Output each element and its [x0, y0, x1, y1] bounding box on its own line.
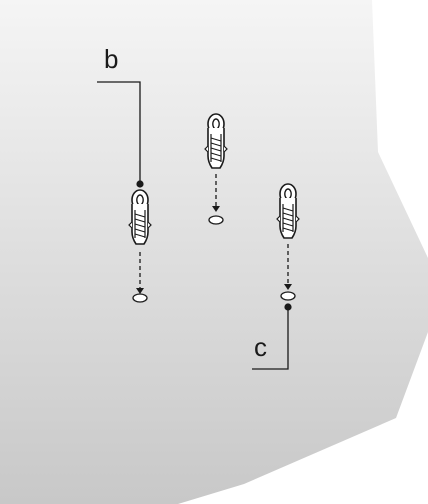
anchor-right	[276, 183, 300, 301]
callout-b: b	[97, 44, 144, 188]
callout-b-leader	[97, 81, 141, 184]
callout-c-label: c	[254, 332, 267, 362]
anchor-right-hole	[280, 291, 296, 301]
anchor-middle-hole	[208, 215, 224, 225]
anchor-middle	[204, 113, 228, 225]
callout-c: c	[252, 303, 292, 370]
anchor-left-arrow	[136, 288, 144, 294]
anchor-left	[128, 189, 152, 303]
anchor-middle-arrow	[212, 206, 220, 212]
callout-c-leader	[252, 307, 289, 370]
callout-b-label: b	[104, 44, 118, 74]
anchor-left-hole	[132, 293, 148, 303]
callout-b-dot	[136, 180, 144, 188]
anchor-right-arrow	[284, 284, 292, 290]
